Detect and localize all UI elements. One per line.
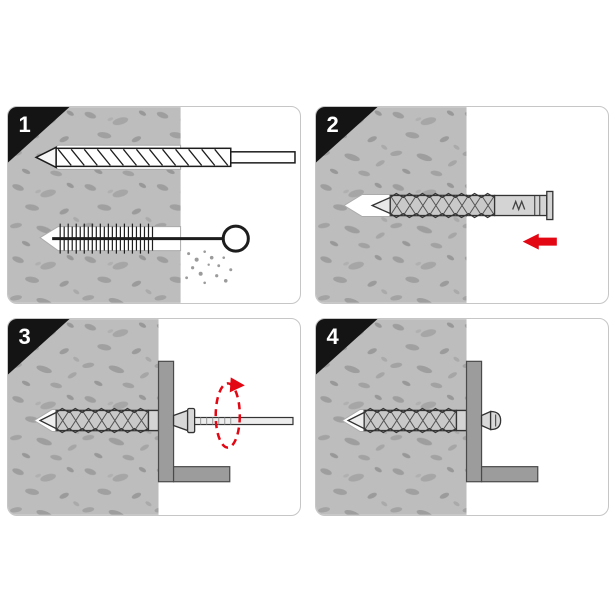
step-panel-drive-screw: 3 bbox=[6, 318, 301, 516]
screw-icon bbox=[172, 407, 294, 434]
wall-anchor-icon bbox=[346, 407, 467, 434]
anchor-logo-mark bbox=[511, 199, 525, 212]
fixture-bracket-icon bbox=[465, 360, 538, 483]
steps-grid: 1 bbox=[6, 106, 609, 516]
dust-particles-icon bbox=[184, 250, 232, 285]
step-number: 3 bbox=[18, 324, 31, 349]
drill-bit-icon bbox=[33, 146, 296, 169]
step-number: 4 bbox=[326, 324, 339, 349]
step-panel-insert-anchor: 2 bbox=[314, 106, 609, 304]
rotation-arrow-icon bbox=[213, 377, 245, 449]
anchor-insert-illustration bbox=[315, 107, 557, 303]
step-number: 2 bbox=[326, 112, 339, 137]
fixture-bracket-icon bbox=[157, 360, 230, 483]
finished-installation-illustration bbox=[315, 319, 538, 515]
cleaning-brush-icon bbox=[51, 223, 250, 254]
concrete-wall bbox=[7, 107, 181, 303]
screw-head-icon bbox=[480, 410, 501, 431]
insert-arrow-icon bbox=[522, 233, 557, 250]
wall-anchor-icon bbox=[38, 407, 159, 434]
screwing-illustration bbox=[7, 319, 294, 515]
drilling-illustration bbox=[7, 107, 296, 303]
step-number: 1 bbox=[18, 112, 31, 137]
wall-anchor-icon bbox=[370, 190, 553, 221]
step-panel-drill-and-clean: 1 bbox=[6, 106, 301, 304]
instruction-sheet: 1 bbox=[6, 106, 609, 516]
step-panel-finished: 4 bbox=[314, 318, 609, 516]
